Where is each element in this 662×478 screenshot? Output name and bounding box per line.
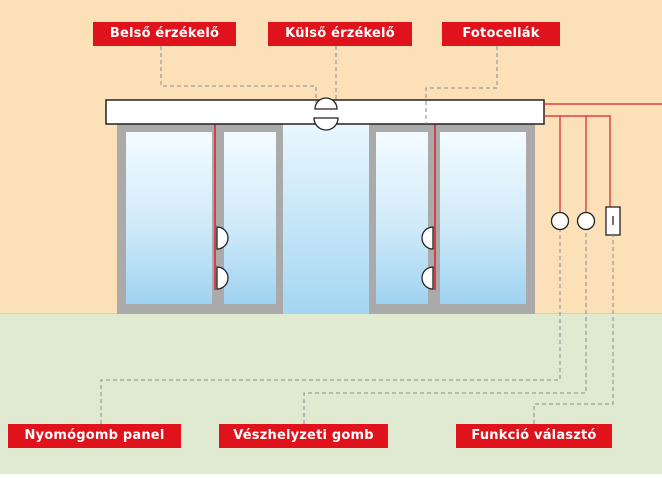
label-photocells: Fotocellák [442,22,560,46]
emergency-button-icon [576,211,596,231]
outer-sensor-icon [313,117,339,131]
left-sliding-leaf [217,124,283,314]
label-emergency-button: Vészhelyzeti gomb [219,424,388,448]
right-sliding-leaf [369,124,435,314]
center-opening [282,124,370,314]
leader-lines [100,46,614,424]
photocell-icon [216,226,229,250]
left-fixed-panel [117,124,221,314]
photocell-icon [421,266,434,290]
control-wiring [544,103,662,212]
label-inner-sensor: Belső érzékelő [93,22,236,46]
push-button-icon [550,211,570,231]
function-selector-icon [605,206,621,236]
right-fixed-panel [431,124,535,314]
photocell-icon [421,226,434,250]
photocell-icon [216,266,229,290]
label-outer-sensor: Külső érzékelő [268,22,412,46]
inner-sensor-icon [314,97,338,110]
label-function-selector: Funkció választó [456,424,612,448]
label-push-button-panel: Nyomógomb panel [8,424,181,448]
